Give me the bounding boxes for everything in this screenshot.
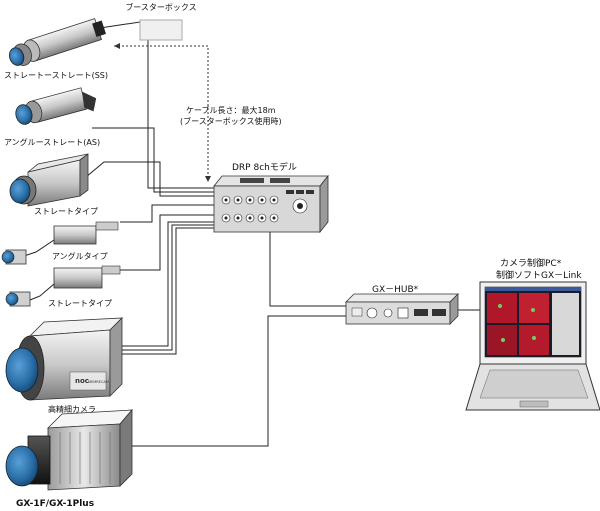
camera-ss-label: ストレートーストレート(SS) bbox=[4, 71, 108, 80]
camera-straight-type-small: ストレートタイプ bbox=[5, 265, 121, 308]
control-pc: カメラ制御PC* 制御ソフトGX－Link bbox=[465, 257, 600, 411]
pc-label-line2: 制御ソフトGX－Link bbox=[496, 269, 582, 281]
cable-length-line2: (ブースターボックス使用時) bbox=[180, 116, 282, 126]
booster-box: ブースターボックス bbox=[125, 2, 197, 41]
camera-hi-res: noc MEMRECAM 高精細カメラ bbox=[5, 317, 124, 414]
hi-res-camera-label: 高精細カメラ bbox=[48, 404, 96, 414]
straight-type-small-label: ストレートタイプ bbox=[48, 299, 112, 308]
camera-gx1f: GX-1F/GX-1Plus bbox=[5, 408, 133, 509]
pc-label-line1: カメラ制御PC* bbox=[500, 257, 562, 269]
gx1f-label: GX-1F/GX-1Plus bbox=[16, 499, 94, 509]
camera-straight-type: ストレートタイプ bbox=[9, 153, 98, 216]
cable-length-note: ケーブル長さ：最大18m (ブースターボックス使用時) bbox=[180, 105, 282, 126]
brand-noc-logo: noc bbox=[75, 377, 89, 385]
cable-lines bbox=[79, 21, 482, 447]
camera-angle-type: アングルタイプ bbox=[1, 221, 119, 265]
gx-hub: GX－HUB* bbox=[345, 285, 459, 325]
booster-box-label: ブースターボックス bbox=[125, 2, 196, 12]
cable-length-line1: ケーブル長さ：最大18m bbox=[186, 105, 276, 115]
angle-type-label: アングルタイプ bbox=[52, 251, 108, 261]
drp-unit: DRP 8chモデル bbox=[213, 161, 329, 234]
camera-straight-type-label: ストレートタイプ bbox=[34, 207, 98, 216]
gx-hub-label: GX－HUB* bbox=[372, 285, 419, 295]
camera-as-label: アングルーストレート(AS) bbox=[4, 137, 100, 147]
camera-as: アングルーストレート(AS) bbox=[4, 87, 100, 147]
brand-sub-logo: MEMRECAM bbox=[88, 380, 109, 384]
camera-ss: ストレートーストレート(SS) bbox=[4, 18, 108, 80]
drp-model-label: DRP 8chモデル bbox=[232, 161, 297, 173]
